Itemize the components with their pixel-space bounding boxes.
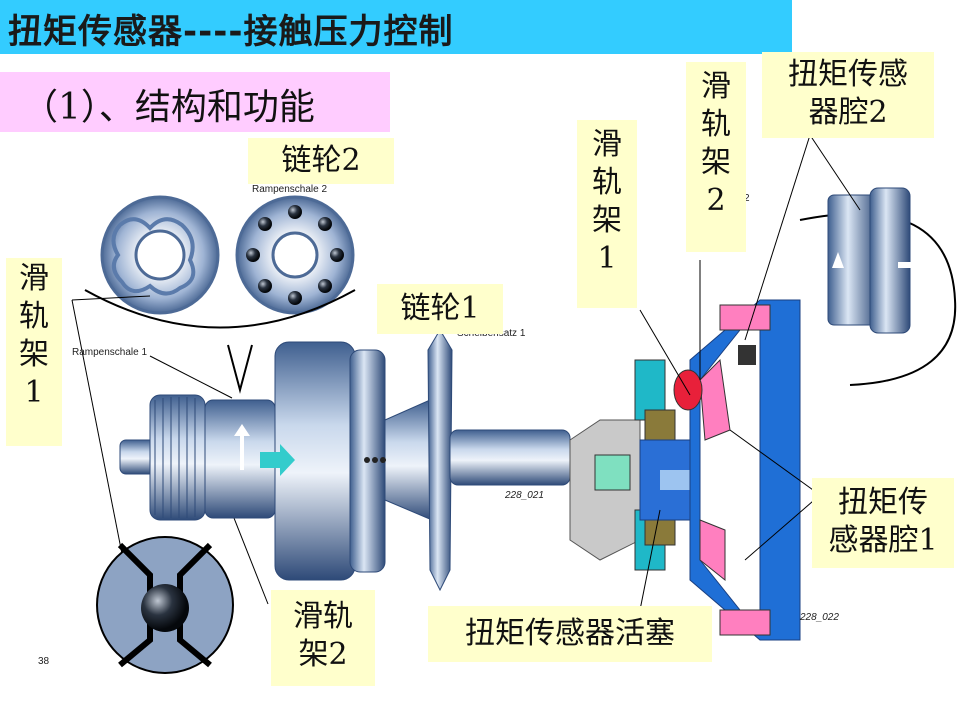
primary-pulley-assembly [119, 329, 571, 592]
label-lianlun-2: 链轮2 [248, 138, 394, 184]
slide-title: 扭矩传感器----接触压力控制 [8, 12, 454, 52]
slide-subtitle: （1）、结构和功能 [22, 87, 315, 128]
label-slide-frame-2-top: 滑 轨 架 2 [686, 62, 746, 252]
label-sensor-chamber-1: 扭矩传 感器腔1 [812, 478, 954, 568]
label-text: 链轮1 [400, 291, 480, 326]
rampenschale-2-text: Rampenschale 2 [252, 184, 328, 195]
label-text: 链轮2 [281, 143, 361, 178]
title-bar: 扭矩传感器----接触压力控制 [0, 0, 792, 54]
label-lianlun-1: 链轮1 [377, 284, 503, 334]
ramp-shell-2-view [235, 195, 355, 315]
hydraulic-cutaway [569, 299, 801, 641]
label-slide-frame-2-bottom: 滑轨 架2 [271, 590, 375, 686]
ramp-shell-1-view [100, 195, 220, 315]
label-slide-frame-1-left: 滑 轨 架 1 [6, 258, 62, 446]
page-number: 38 [38, 656, 50, 667]
ball-ramp-detail [96, 536, 234, 674]
figure-number-right: 228_022 [800, 612, 839, 623]
ball-bearings [246, 205, 344, 305]
figure-number-left: 228_021 [505, 490, 544, 501]
label-slide-frame-1-middle: 滑 轨 架 1 [577, 120, 637, 308]
label-sensor-chamber-2: 扭矩传感 器腔2 [762, 52, 934, 138]
rampenschale-1-text: Rampenschale 1 [72, 347, 148, 358]
sensor-chamber-2-detail [799, 187, 957, 386]
fragment-number: 2 [744, 193, 750, 204]
label-sensor-piston: 扭矩传感器活塞 [428, 606, 712, 662]
subtitle-box: （1）、结构和功能 [0, 72, 390, 132]
